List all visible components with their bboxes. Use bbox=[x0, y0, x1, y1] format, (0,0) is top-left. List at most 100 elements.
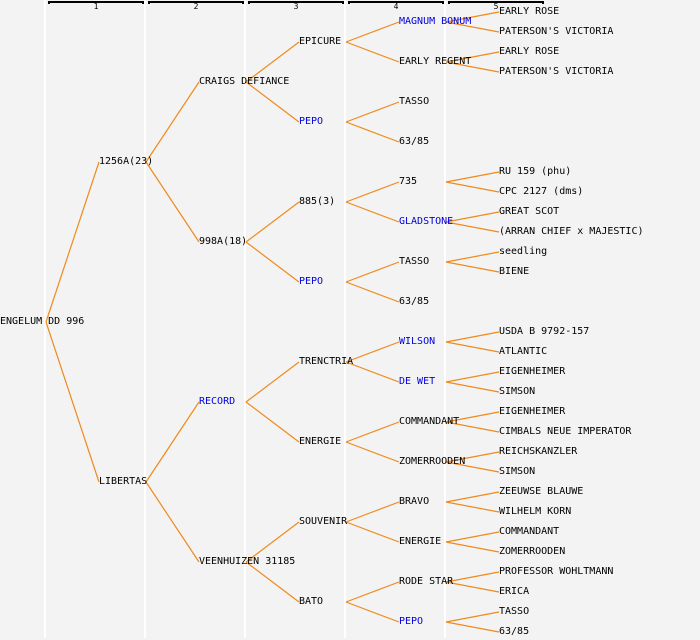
pedigree-link bbox=[345, 441, 400, 463]
pedigree-link bbox=[145, 401, 200, 483]
pedigree-node-gen1[interactable]: LIBERTAS bbox=[99, 476, 148, 487]
pedigree-link bbox=[445, 371, 500, 383]
column-separator bbox=[444, 0, 446, 638]
pedigree-node-gen5[interactable]: ERICA bbox=[499, 586, 530, 597]
pedigree-node-gen4[interactable]: PEPO bbox=[399, 616, 424, 627]
pedigree-node-gen5[interactable]: PROFESSOR WOHLTMANN bbox=[499, 566, 614, 577]
pedigree-link bbox=[445, 611, 500, 623]
pedigree-node-gen5[interactable]: ZEEUWSE BLAUWE bbox=[499, 486, 584, 497]
pedigree-node-gen4[interactable]: GLADSTONE bbox=[399, 216, 454, 227]
pedigree-node-gen3[interactable]: SOUVENIR bbox=[299, 516, 348, 527]
pedigree-node-gen3[interactable]: 885(3) bbox=[299, 196, 336, 207]
pedigree-link bbox=[345, 121, 400, 143]
generation-bracket-3 bbox=[248, 1, 344, 4]
column-separator bbox=[44, 0, 46, 638]
pedigree-link bbox=[445, 261, 500, 273]
pedigree-link bbox=[345, 361, 400, 383]
pedigree-node-gen4[interactable]: ENERGIE bbox=[399, 536, 442, 547]
pedigree-link bbox=[445, 531, 500, 543]
pedigree-node-gen5[interactable]: EARLY ROSE bbox=[499, 46, 560, 57]
pedigree-node-gen5[interactable]: USDA B 9792-157 bbox=[499, 326, 590, 337]
pedigree-node-gen4[interactable]: BRAVO bbox=[399, 496, 430, 507]
generation-label-5: 5 bbox=[493, 2, 499, 11]
pedigree-node-gen5[interactable]: SIMSON bbox=[499, 386, 536, 397]
pedigree-node-gen4[interactable]: WILSON bbox=[399, 336, 436, 347]
pedigree-node-gen5[interactable]: REICHSKANZLER bbox=[499, 446, 578, 457]
pedigree-node-gen4[interactable]: DE WET bbox=[399, 376, 436, 387]
pedigree-link bbox=[445, 331, 500, 343]
pedigree-node-gen4[interactable]: 735 bbox=[399, 176, 418, 187]
pedigree-node-gen3[interactable]: BATO bbox=[299, 596, 324, 607]
pedigree-node-gen5[interactable]: PATERSON'S VICTORIA bbox=[499, 26, 614, 37]
pedigree-node-gen4[interactable]: TASSO bbox=[399, 96, 430, 107]
pedigree-node-gen5[interactable]: COMMANDANT bbox=[499, 526, 560, 537]
pedigree-node-gen4[interactable]: ZOMERROODEN bbox=[399, 456, 466, 467]
pedigree-node-gen5[interactable]: 63/85 bbox=[499, 626, 530, 637]
pedigree-node-gen5[interactable]: EIGENHEIMER bbox=[499, 406, 566, 417]
pedigree-link bbox=[345, 101, 400, 123]
pedigree-node-gen3[interactable]: PEPO bbox=[299, 276, 324, 287]
pedigree-link bbox=[245, 521, 300, 563]
pedigree-node-gen2[interactable]: VEENHUIZEN 31185 bbox=[199, 556, 296, 567]
pedigree-node-gen5[interactable]: PATERSON'S VICTORIA bbox=[499, 66, 614, 77]
pedigree-node-gen5[interactable]: CPC 2127 (dms) bbox=[499, 186, 584, 197]
pedigree-link bbox=[445, 411, 500, 423]
pedigree-link bbox=[345, 261, 400, 283]
pedigree-link bbox=[245, 561, 300, 603]
pedigree-node-gen4[interactable]: COMMANDANT bbox=[399, 416, 460, 427]
pedigree-link bbox=[345, 41, 400, 63]
pedigree-node-gen5[interactable]: CIMBALS NEUE IMPERATOR bbox=[499, 426, 632, 437]
pedigree-link bbox=[445, 51, 500, 63]
generation-bracket-5 bbox=[448, 1, 544, 4]
pedigree-link bbox=[245, 41, 300, 83]
pedigree-node-gen5[interactable]: ZOMERROODEN bbox=[499, 546, 566, 557]
pedigree-node-gen3[interactable]: ENERGIE bbox=[299, 436, 342, 447]
pedigree-node-gen4[interactable]: EARLY REGENT bbox=[399, 56, 472, 67]
generation-label-4: 4 bbox=[393, 2, 399, 11]
pedigree-link bbox=[345, 521, 400, 543]
pedigree-node-gen5[interactable]: RU 159 (phu) bbox=[499, 166, 572, 177]
pedigree-link bbox=[445, 461, 500, 473]
pedigree-node-gen4[interactable]: 63/85 bbox=[399, 296, 430, 307]
pedigree-link bbox=[145, 161, 200, 243]
pedigree-link bbox=[345, 341, 400, 363]
pedigree-node-gen5[interactable]: (ARRAN CHIEF x MAJESTIC) bbox=[499, 226, 644, 237]
pedigree-node-gen5[interactable]: SIMSON bbox=[499, 466, 536, 477]
pedigree-node-gen3[interactable]: TRENCTRIA bbox=[299, 356, 354, 367]
pedigree-node-gen2[interactable]: CRAIGS DEFIANCE bbox=[199, 76, 290, 87]
pedigree-link bbox=[445, 171, 500, 183]
pedigree-link bbox=[345, 21, 400, 43]
pedigree-node-gen1[interactable]: 1256A(23) bbox=[99, 156, 154, 167]
pedigree-node-gen3[interactable]: EPICURE bbox=[299, 36, 342, 47]
pedigree-link bbox=[445, 61, 500, 73]
pedigree-node-gen4[interactable]: TASSO bbox=[399, 256, 430, 267]
pedigree-node-gen5[interactable]: EARLY ROSE bbox=[499, 6, 560, 17]
pedigree-link bbox=[445, 581, 500, 593]
pedigree-link bbox=[345, 501, 400, 523]
pedigree-link bbox=[345, 601, 400, 623]
pedigree-link bbox=[45, 321, 100, 483]
pedigree-node-gen5[interactable]: BIENE bbox=[499, 266, 530, 277]
column-separator bbox=[344, 0, 346, 638]
generation-label-1: 1 bbox=[93, 2, 99, 11]
pedigree-node-gen4[interactable]: RODE STAR bbox=[399, 576, 454, 587]
pedigree-link bbox=[445, 491, 500, 503]
pedigree-node-gen5[interactable]: TASSO bbox=[499, 606, 530, 617]
pedigree-root[interactable]: ENGELUM DD 996 bbox=[0, 316, 85, 327]
pedigree-link bbox=[445, 541, 500, 553]
pedigree-link bbox=[245, 81, 300, 123]
pedigree-link bbox=[245, 241, 300, 283]
pedigree-node-gen4[interactable]: 63/85 bbox=[399, 136, 430, 147]
pedigree-node-gen5[interactable]: GREAT SCOT bbox=[499, 206, 560, 217]
pedigree-node-gen5[interactable]: EIGENHEIMER bbox=[499, 366, 566, 377]
pedigree-node-gen2[interactable]: RECORD bbox=[199, 396, 236, 407]
pedigree-node-gen2[interactable]: 998A(18) bbox=[199, 236, 248, 247]
pedigree-node-gen5[interactable]: seedling bbox=[499, 246, 548, 257]
column-separator bbox=[244, 0, 246, 638]
pedigree-node-gen4[interactable]: MAGNUM BONUM bbox=[399, 16, 472, 27]
pedigree-node-gen5[interactable]: ATLANTIC bbox=[499, 346, 548, 357]
pedigree-node-gen3[interactable]: PEPO bbox=[299, 116, 324, 127]
pedigree-node-gen5[interactable]: WILHELM KORN bbox=[499, 506, 572, 517]
